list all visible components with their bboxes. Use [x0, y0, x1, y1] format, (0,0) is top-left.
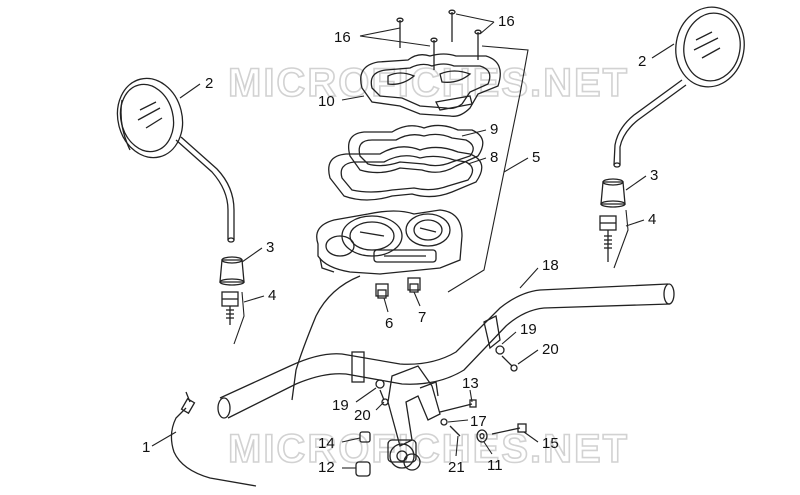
callout-3-right: 3	[650, 167, 658, 184]
right-adaptor	[599, 215, 617, 262]
bracket-hardware	[355, 399, 527, 477]
callout-6: 6	[385, 315, 393, 332]
instrument-bracket	[387, 365, 441, 471]
instrument-cluster	[316, 209, 463, 275]
right-fasteners	[495, 345, 518, 372]
callout-17: 17	[470, 413, 487, 430]
callout-2-left: 2	[205, 75, 213, 92]
callout-20-right: 20	[542, 341, 559, 358]
callout-10: 10	[318, 93, 335, 110]
callout-7: 7	[418, 309, 426, 326]
callout-14: 14	[318, 435, 335, 452]
callout-5: 5	[532, 149, 540, 166]
callout-12: 12	[318, 459, 335, 476]
leader-lines	[151, 13, 675, 469]
callout-4-right: 4	[648, 211, 656, 228]
callout-1: 1	[142, 439, 150, 456]
callout-13: 13	[462, 375, 479, 392]
callout-16b: 16	[498, 13, 515, 30]
bulb-holders	[375, 277, 421, 299]
watermark-top: MICROFICHES.NET	[228, 61, 629, 105]
callout-16a: 16	[334, 29, 351, 46]
right-cap	[600, 178, 626, 208]
callout-19-right: 19	[520, 321, 537, 338]
callout-21: 21	[448, 459, 465, 476]
callout-3-left: 3	[266, 239, 274, 256]
callout-9: 9	[490, 121, 498, 138]
callout-18: 18	[542, 257, 559, 274]
callout-20-left: 20	[354, 407, 371, 424]
callout-15: 15	[542, 435, 559, 452]
callout-8: 8	[490, 149, 498, 166]
callout-11: 11	[487, 457, 503, 474]
right-mirror	[613, 6, 745, 168]
left-fasteners	[375, 379, 389, 406]
left-mirror	[116, 77, 235, 243]
left-cap	[219, 256, 245, 286]
handlebar	[217, 283, 675, 419]
instrument-lens	[328, 146, 483, 201]
left-adaptor	[221, 291, 239, 325]
callout-numbers: 16 16 2 2 10 9 8 5 3 4 3 4 18 6 7 19 20 …	[142, 13, 658, 476]
instrument-gasket	[347, 124, 484, 174]
instrument-top-cover	[360, 53, 501, 117]
callout-4-left: 4	[268, 287, 276, 304]
watermark-bottom: MICROFICHES.NET	[228, 427, 629, 471]
callout-19-left: 19	[332, 397, 349, 414]
callout-2-right: 2	[638, 53, 646, 70]
speedometer-cable	[170, 391, 257, 487]
